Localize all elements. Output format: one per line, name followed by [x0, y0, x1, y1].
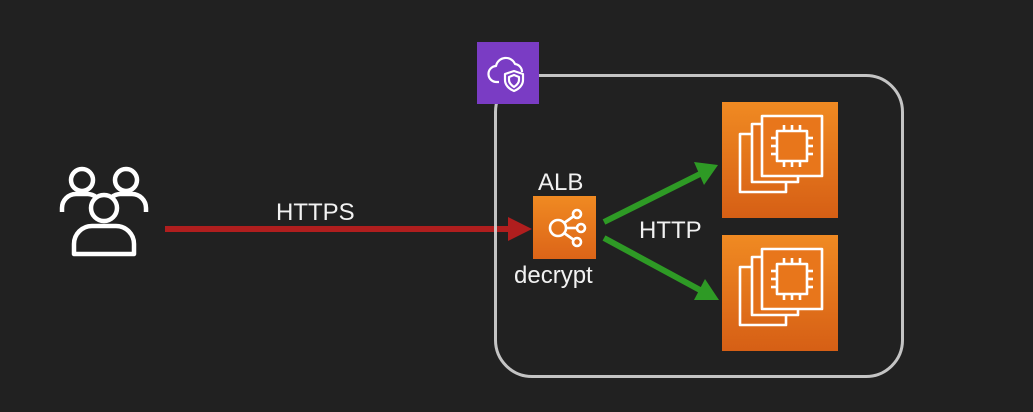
https-arrow [165, 217, 532, 241]
users-icon [58, 166, 150, 258]
https-label: HTTPS [276, 199, 355, 226]
ec2-instance-icon [722, 235, 838, 351]
alb-label: ALB [538, 169, 584, 196]
vpc-boundary [494, 74, 904, 378]
ec2-instance-icon [722, 102, 838, 218]
http-arrow-bottom [602, 235, 719, 300]
cloud-shield-icon [477, 42, 539, 104]
load-balancer-icon [533, 196, 596, 259]
decrypt-label: decrypt [514, 262, 593, 289]
http-arrow-top [602, 162, 718, 225]
http-label: HTTP [639, 217, 702, 244]
